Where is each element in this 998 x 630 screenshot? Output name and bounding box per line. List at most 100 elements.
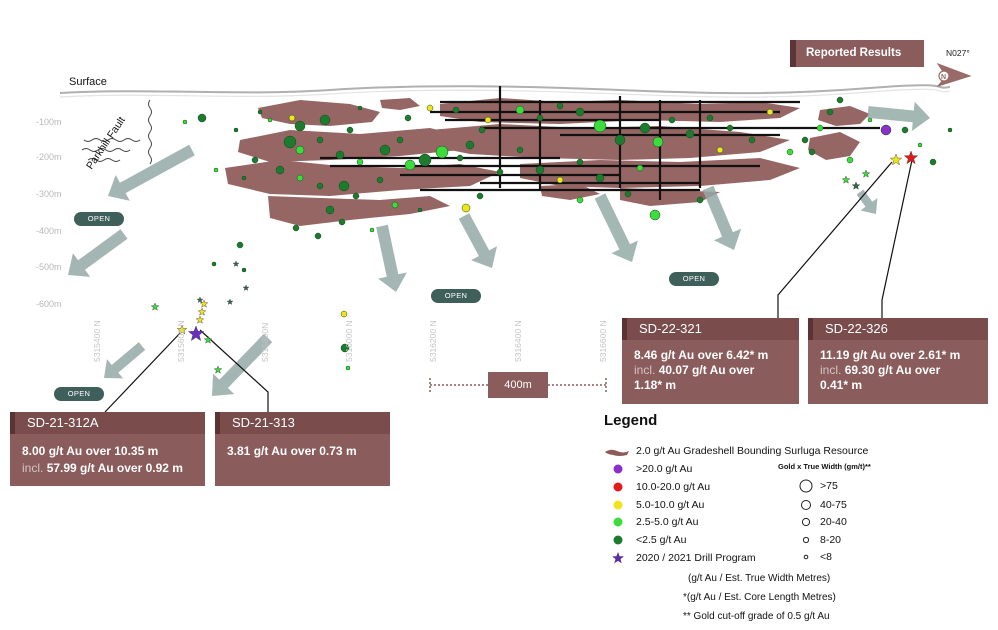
legend-note-core-length: *(g/t Au / Est. Core Length Metres) <box>683 592 836 603</box>
drill-intercept-dot <box>816 124 824 132</box>
drill-intercept-dot <box>515 105 525 115</box>
callout-grade-incl: 57.99 g/t Au over 0.92 m <box>46 461 183 475</box>
drill-intercept-dot <box>576 196 584 204</box>
callout-sd-21-313: SD-21-313 3.81 g/t Au over 0.73 m <box>215 412 390 486</box>
drill-intercept-dot <box>417 207 423 213</box>
drill-intercept-dot <box>535 165 545 175</box>
callout-title: SD-21-312A <box>10 412 205 434</box>
drill-intercept-dot <box>947 127 953 133</box>
drill-intercept-dot <box>283 135 297 149</box>
open-direction-arrow <box>867 101 930 131</box>
drill-intercept-dot <box>726 124 734 132</box>
open-direction-arrow <box>458 213 497 268</box>
open-direction-arrows <box>68 101 930 396</box>
drill-intercept-dot <box>211 261 217 267</box>
drill-program-stars <box>150 150 919 374</box>
reported-results-title: Reported Results <box>790 40 924 67</box>
legend-size-label: <8 <box>820 551 832 563</box>
legend-drill-program-label: 2020 / 2021 Drill Program <box>636 552 756 564</box>
drill-intercept-dot <box>340 310 348 318</box>
depth-label: -200m <box>36 152 62 162</box>
callout-leaders <box>104 159 913 413</box>
northing-label: 5315600 N <box>176 320 186 362</box>
drill-intercept-dot <box>456 154 464 162</box>
open-direction-arrow <box>108 144 195 201</box>
drill-program-star <box>203 335 213 344</box>
open-direction-arrow <box>68 229 128 277</box>
northing-label: 5316600 N <box>598 320 608 362</box>
legend-star-icon <box>612 552 624 564</box>
callout-grade-incl-width: 0.41* m <box>820 378 863 392</box>
drill-program-star <box>903 150 919 165</box>
drill-intercept-dot <box>766 108 774 116</box>
parkhill-fault-trace <box>81 99 152 165</box>
drill-program-star <box>176 324 188 335</box>
orientation-label: N027° <box>946 48 970 58</box>
open-direction-arrow <box>594 193 638 262</box>
legend-note-cutoff: ** Gold cut-off grade of 0.5 g/t Au <box>683 611 830 622</box>
drill-intercept-dot <box>340 343 350 353</box>
northing-label: 5316400 N <box>513 320 523 362</box>
callout-title: SD-21-313 <box>215 412 390 434</box>
drill-intercept-dot <box>639 122 651 134</box>
drill-program-star <box>226 298 234 305</box>
drill-intercept-dot <box>478 126 486 134</box>
drill-program-star <box>199 299 209 308</box>
drill-intercept-dot <box>808 148 816 156</box>
drill-intercept-dot <box>595 173 605 183</box>
depth-label: -300m <box>36 189 62 199</box>
drill-intercept-dot <box>369 227 375 233</box>
drill-program-star <box>889 153 903 166</box>
drill-intercept-dot <box>801 136 809 144</box>
open-direction-arrow <box>376 224 407 292</box>
legend-size-label: 40-75 <box>820 499 847 511</box>
callout-sd-21-312a: SD-21-312A 8.00 g/t Au over 10.35 m incl… <box>10 412 205 486</box>
drill-program-star <box>187 325 205 341</box>
drill-intercept-dot <box>404 114 412 122</box>
drill-intercept-dot <box>748 136 756 144</box>
north-arrow-icon: N <box>936 62 972 87</box>
drill-intercept-dot <box>376 176 384 184</box>
drill-program-star <box>196 296 204 303</box>
legend-dot-lightgreen <box>613 517 623 527</box>
open-badge: OPEN <box>54 387 104 401</box>
northing-label: 5316200 N <box>428 320 438 362</box>
drill-intercept-dot <box>575 107 585 117</box>
legend-dot-yellow <box>613 500 623 510</box>
drill-intercept-dot <box>516 146 524 154</box>
drill-intercept-dot <box>836 96 844 104</box>
legend-grade-label: >20.0 g/t Au <box>636 463 693 475</box>
legend-grade-label: 2.5-5.0 g/t Au <box>636 516 699 528</box>
drill-intercept-dot <box>316 136 324 144</box>
drill-intercept-dot <box>846 156 854 164</box>
drill-intercept-dot <box>668 116 676 124</box>
drill-intercept-dot <box>338 180 350 192</box>
drill-intercept-dot <box>929 158 937 166</box>
drill-intercept-dot <box>484 116 492 124</box>
open-direction-arrow <box>856 189 878 214</box>
open-direction-arrow <box>702 185 742 250</box>
svg-text:N: N <box>941 74 946 81</box>
legend-dot-purple <box>613 464 623 474</box>
drill-intercept-dot <box>556 102 564 110</box>
drill-intercept-dot <box>338 218 346 226</box>
open-badge: OPEN <box>669 272 719 286</box>
drill-intercept-dot <box>275 165 285 175</box>
drill-intercept-dot <box>325 205 335 215</box>
size-circle-20 <box>801 517 811 527</box>
drill-intercept-dot <box>649 209 661 221</box>
legend-gradeshell-icon <box>605 449 629 456</box>
drill-program-star <box>242 284 250 291</box>
drill-intercept-dot <box>465 140 475 150</box>
drill-program-star <box>232 260 240 267</box>
legend-gradeshell-label: 2.0 g/t Au Gradeshell Bounding Surluga R… <box>636 445 869 457</box>
drill-intercept-dot <box>496 168 504 176</box>
drill-intercept-dot <box>461 203 471 213</box>
legend-size-title: Gold x True Width (gm/t)** <box>778 462 871 471</box>
drill-intercept-dot <box>288 114 296 122</box>
drill-intercept-dot <box>294 120 306 132</box>
drill-intercept-dot <box>716 146 724 154</box>
drill-intercept-dot <box>292 224 300 232</box>
callout-sd-22-326: SD-22-326 11.19 g/t Au over 2.61* m incl… <box>808 318 988 404</box>
